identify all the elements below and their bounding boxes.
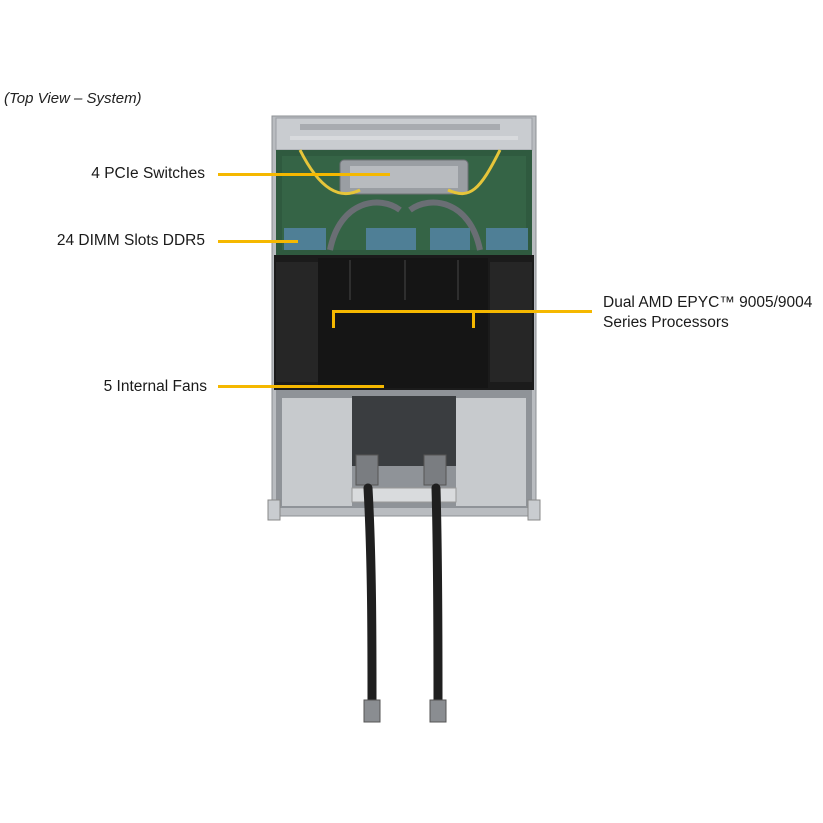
leader-processors-tick-left — [332, 310, 335, 328]
callout-internal-fans: 5 Internal Fans — [103, 378, 207, 395]
coolant-hose-left — [363, 483, 377, 705]
callout-processors: Dual AMD EPYC™ 9005/9004 Series Processo… — [603, 293, 812, 333]
leader-internal-fans — [218, 385, 384, 388]
view-caption: (Top View – System) — [4, 90, 142, 107]
leader-processors-horizontal — [332, 310, 592, 313]
coolant-hose-right — [431, 483, 443, 705]
leader-dimm-slots — [218, 240, 298, 243]
rear-io-bar — [275, 117, 533, 151]
callout-processors-line1: Dual AMD EPYC™ 9005/9004 — [603, 294, 813, 311]
callout-dimm-slots: 24 DIMM Slots DDR5 — [56, 232, 205, 249]
leader-processors-tick-right — [472, 310, 475, 328]
dimm-slots — [284, 228, 528, 250]
callout-pcie-switches: 4 PCIe Switches — [91, 165, 205, 182]
leader-pcie-switches — [218, 173, 390, 176]
callout-processors-line2: Series Processors — [603, 314, 729, 331]
